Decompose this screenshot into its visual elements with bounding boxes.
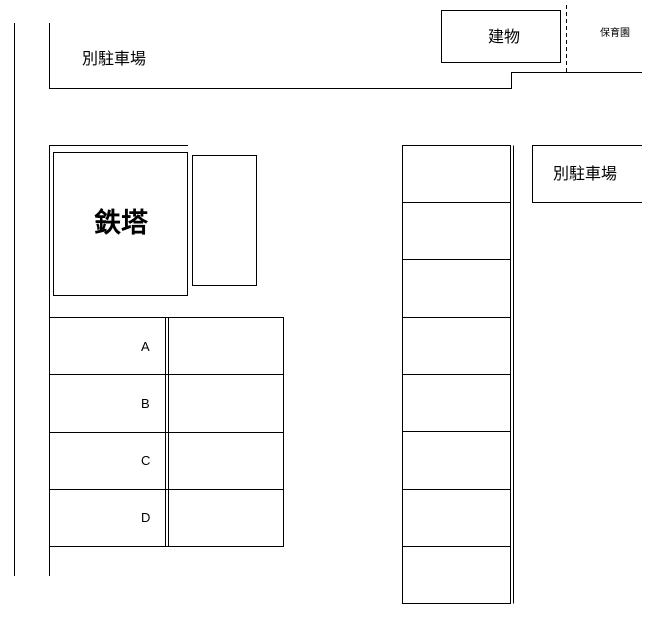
equipment-box <box>192 155 257 286</box>
right-parking-column <box>402 145 514 604</box>
steel-tower-label: 鉄塔 <box>94 207 149 239</box>
separate-parking-area-right <box>532 145 642 203</box>
separate-parking-area-top <box>49 23 642 89</box>
separate-parking-label-right: 別駐車場 <box>553 164 617 183</box>
parking-slot-c-label: C <box>141 453 150 468</box>
separate-parking-label-top: 別駐車場 <box>82 49 146 68</box>
parking-slot-b-label: B <box>141 396 150 411</box>
parking-slot-a-label: A <box>141 339 150 354</box>
building-box <box>441 10 561 63</box>
parking-slot-d-label: D <box>141 510 150 525</box>
nursery-label: 保育園 <box>600 26 630 39</box>
left-parking-block <box>49 317 284 547</box>
building-label: 建物 <box>488 27 520 46</box>
steel-tower-box <box>53 152 188 296</box>
